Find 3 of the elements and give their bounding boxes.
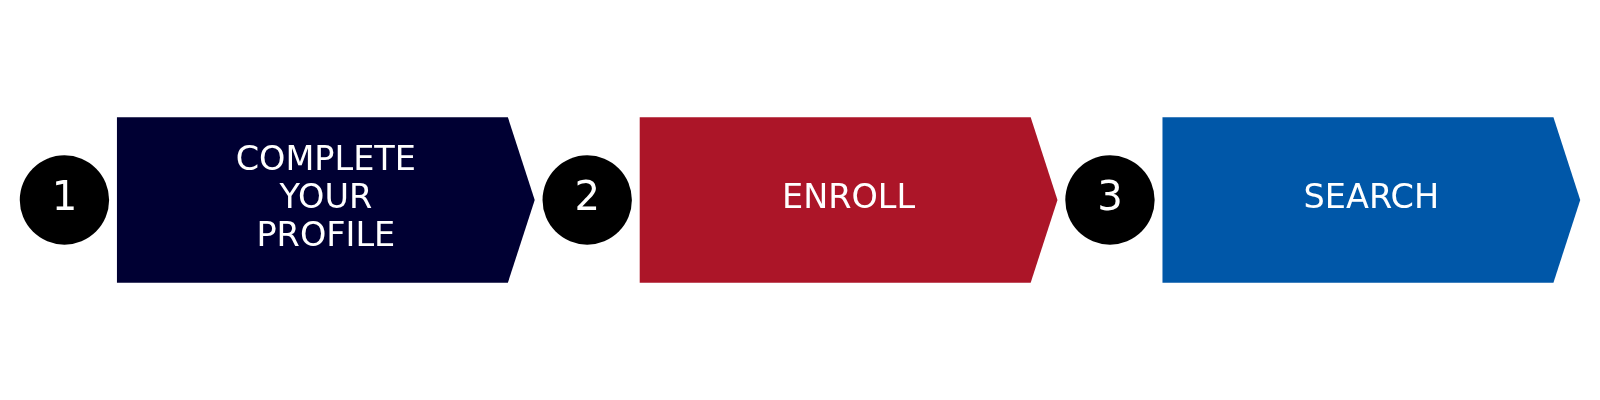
node-circle: 2 bbox=[542, 155, 632, 245]
node-circle: 3 bbox=[1065, 155, 1155, 245]
node-circle: 1 bbox=[19, 155, 110, 245]
